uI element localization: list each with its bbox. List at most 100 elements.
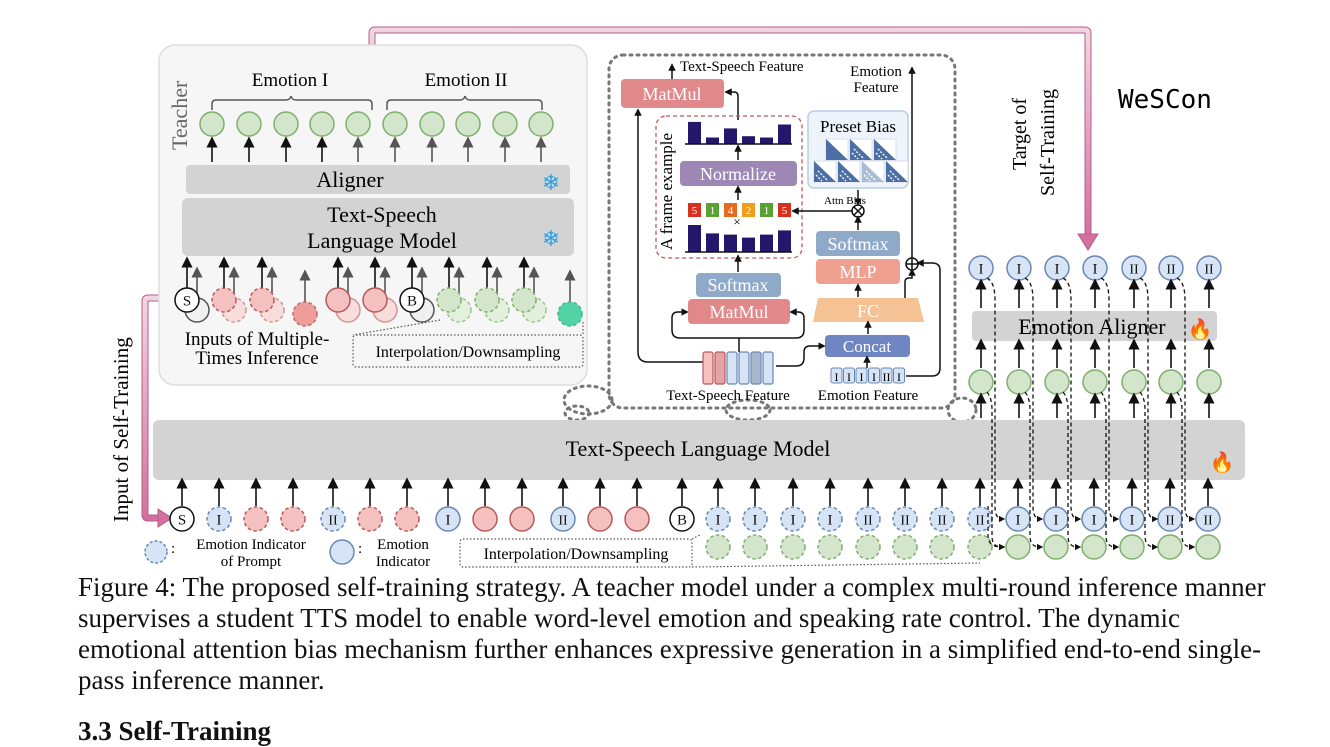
- bar: [724, 234, 737, 252]
- legend-indicator-2: Indicator: [376, 554, 430, 570]
- normalized-weights-bars: [688, 121, 791, 144]
- token-label: I: [217, 513, 222, 529]
- times-symbol: ×: [733, 214, 740, 229]
- student-input-token: [892, 506, 918, 532]
- aligner-input-token: [1082, 369, 1108, 395]
- bias-weight-value: 5: [782, 205, 788, 217]
- snowflake-icon: ❄: [542, 226, 560, 251]
- emotion-feature-cell: [855, 367, 868, 384]
- teacher-input-token: [399, 287, 425, 313]
- input-arrow: [141, 294, 173, 528]
- token-label: I: [828, 513, 833, 529]
- bias-stripe: [815, 170, 829, 182]
- feature-cell: [702, 351, 714, 385]
- token-label: I: [753, 513, 758, 529]
- emotion-feature-cell-label: I: [847, 370, 851, 384]
- bias-weight-cell: [778, 203, 791, 217]
- emotion-group-1-brace: [211, 95, 373, 110]
- bias-weight-cell: [688, 203, 701, 217]
- teacher-lm-label-1: Text-Speech: [327, 202, 437, 227]
- teacher-input-token: [292, 301, 318, 327]
- student-input-token: [929, 506, 955, 532]
- teacher-output-token: [528, 111, 554, 137]
- bias-weight-cell: [760, 203, 773, 217]
- add-operator: [905, 257, 919, 271]
- target-token: [1081, 534, 1107, 560]
- aligner-input-token: [1196, 369, 1222, 395]
- shift-arrow: [1024, 391, 1044, 551]
- student-input-token: [587, 506, 613, 532]
- teacher-aligner: [186, 165, 570, 194]
- figure-diagram: Teacher Emotion I Emotion II Aligner ❄ T…: [109, 26, 1245, 570]
- student-input-token: [320, 506, 346, 532]
- legend-indicator-1: Emotion: [377, 537, 429, 553]
- legend-colon-1: :: [171, 541, 175, 557]
- target-token: [1157, 534, 1183, 560]
- student-input-token: [550, 506, 576, 532]
- student-input-token: [780, 506, 806, 532]
- frame-example-box: [655, 115, 803, 259]
- bar: [688, 225, 701, 252]
- token-label: II: [1166, 263, 1176, 278]
- emotion-feature-cell-label: I: [897, 370, 901, 384]
- shift-arrow: [1139, 277, 1159, 523]
- teacher-output-token: [492, 111, 518, 137]
- frame-example-label: A frame example: [657, 133, 676, 250]
- emotion-feature-cell: [880, 367, 893, 384]
- bias-stripe: [875, 148, 889, 160]
- concat-label: Concat: [843, 337, 891, 356]
- emotion-group-2-brace: [386, 95, 543, 110]
- bias-triangle: [886, 161, 908, 182]
- bias-triangle: [850, 139, 872, 160]
- target-arrow: [368, 26, 1099, 251]
- bar: [778, 124, 791, 144]
- emotion-group-1-label: Emotion I: [252, 70, 329, 91]
- normalize-block: [680, 161, 797, 186]
- bias-stripe: [863, 170, 877, 182]
- teacher-output-token: [273, 111, 299, 137]
- shift-arrow: [987, 506, 1006, 551]
- target-token: [1005, 534, 1031, 560]
- token-label: I: [1055, 262, 1060, 278]
- teacher-output-token: [199, 111, 225, 137]
- student-input-token: [1119, 506, 1145, 532]
- emotion-feature-cell: [843, 367, 855, 384]
- emotion-feature-cell-label: I: [835, 370, 839, 384]
- student-input-token: [624, 506, 650, 532]
- target-token: [1043, 534, 1069, 560]
- bar: [778, 230, 791, 252]
- softmax-left-label: Softmax: [708, 275, 769, 295]
- emotion-feature-cell-label: I: [872, 370, 876, 384]
- emotion-feature-cell: [830, 367, 843, 384]
- bias-weight-value: 5: [692, 205, 698, 217]
- teacher-interp-box: [352, 334, 584, 368]
- bias-triangle: [874, 139, 896, 160]
- aligner-input-token: [968, 369, 994, 395]
- bias-weight-cell: [706, 203, 719, 217]
- token-label: I: [1093, 262, 1098, 278]
- legend-prompt-indicator-1: Emotion Indicator: [196, 537, 306, 553]
- bias-triangle: [838, 161, 860, 182]
- concat-block: [825, 335, 910, 357]
- target-token: [1195, 534, 1221, 560]
- student-input-token: [206, 506, 232, 532]
- top-text-speech-feature: Text-Speech Feature: [680, 59, 804, 75]
- bias-stripe: [851, 148, 865, 160]
- student-input-token: [742, 506, 768, 532]
- aligner-input-token: [1044, 369, 1070, 395]
- student-interp-box: [459, 538, 693, 568]
- student-input-token: [169, 506, 195, 532]
- token-label: S: [178, 513, 186, 529]
- token-label: I: [791, 513, 796, 529]
- bar: [742, 136, 755, 144]
- matmul-left-label: MatMul: [709, 302, 768, 322]
- token-label: II: [1204, 263, 1214, 278]
- bias-triangle: [814, 161, 836, 182]
- shift-arrow: [1100, 391, 1120, 551]
- token-label: I: [1054, 513, 1059, 529]
- aligner-input-token: [1121, 369, 1147, 395]
- emotion-group-2-label: Emotion II: [425, 70, 508, 91]
- token-label: II: [1203, 514, 1213, 529]
- teacher-output-token: [345, 111, 371, 137]
